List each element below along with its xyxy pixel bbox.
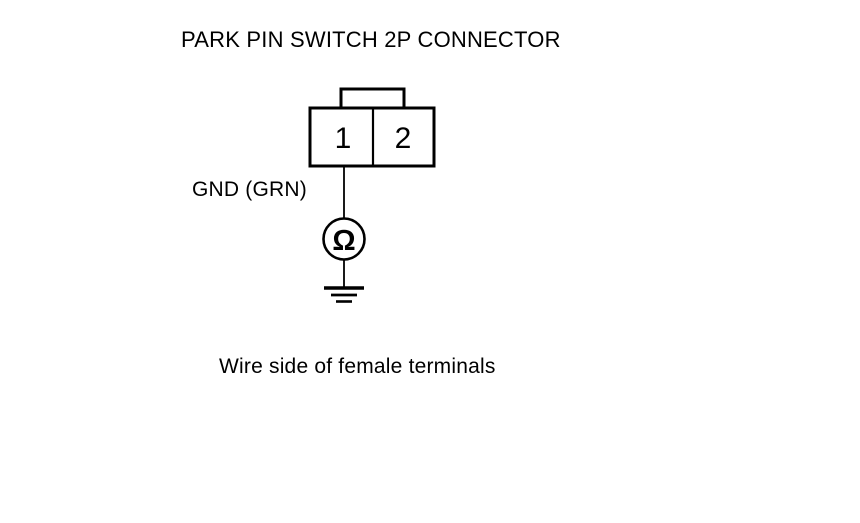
ground-icon (324, 286, 364, 303)
wire-label-gnd: GND (GRN) (192, 178, 307, 201)
pin-number-1: 1 (335, 122, 352, 155)
pin-number-2: 2 (395, 122, 412, 155)
diagram-caption: Wire side of female terminals (219, 355, 496, 378)
ohm-symbol: Ω (332, 225, 355, 257)
connector-latch-tab (339, 87, 406, 108)
diagram-title: PARK PIN SWITCH 2P CONNECTOR (181, 27, 561, 52)
